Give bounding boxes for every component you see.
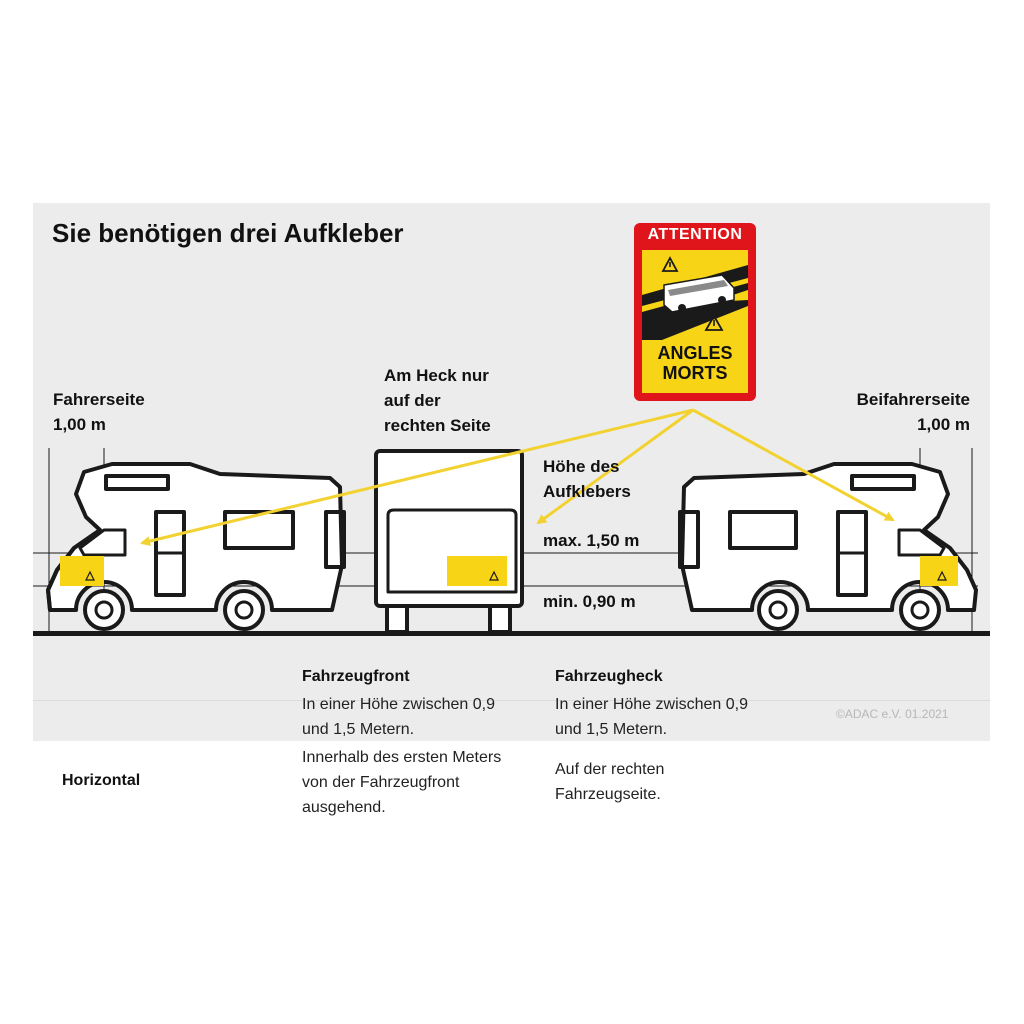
sign-attention-text: ATTENTION <box>647 226 743 243</box>
motorhome-right <box>678 462 978 631</box>
rear-sticker <box>447 556 507 586</box>
arrow-to-passenger-front <box>692 408 895 522</box>
front-sticker-passenger <box>920 556 958 586</box>
arrow-to-driver-front <box>140 408 694 546</box>
front-heading: Fahrzeugfront <box>302 668 410 685</box>
motorhome-rear <box>374 449 524 634</box>
driver-side-label: Fahrerseite 1,00 m <box>53 390 145 434</box>
sticker-mini-icon <box>85 570 95 581</box>
horizontal-row-label: Horizontal <box>62 772 141 789</box>
front-vertical-text: In einer Höhe zwischen 0,9 und 1,5 Meter… <box>302 696 495 738</box>
sticker-height-label: Höhe des Aufklebers <box>543 457 631 501</box>
rear-horizontal-text: Auf der rechten Fahrzeugseite. <box>555 761 665 803</box>
angles-morts-sign: ATTENTION ANGLES MORTS <box>634 223 756 401</box>
rear-heading: Fahrzeugheck <box>555 668 663 685</box>
page-title: Sie benötigen drei Aufkleber <box>52 218 404 248</box>
min-height-label: min. 0,90 m <box>543 592 636 611</box>
sign-angles-morts-text: ANGLES MORTS <box>657 343 733 383</box>
motorhome-left <box>46 462 346 631</box>
table-divider <box>33 700 990 701</box>
max-height-label: max. 1,50 m <box>543 531 640 550</box>
rear-label: Am Heck nur auf der rechten Seite <box>384 366 491 435</box>
front-horizontal-text: Innerhalb des ersten Meters von der Fahr… <box>302 749 502 816</box>
front-sticker-driver <box>60 556 104 586</box>
sticker-mini-icon <box>489 570 499 581</box>
passenger-side-label: Beifahrerseite 1,00 m <box>856 390 970 434</box>
sign-bus-icon <box>642 256 748 340</box>
arrow-to-rear <box>536 408 694 525</box>
sticker-mini-icon <box>937 570 947 581</box>
rear-vertical-text: In einer Höhe zwischen 0,9 und 1,5 Meter… <box>555 696 748 738</box>
copyright: ©ADAC e.V. 01.2021 <box>836 707 949 721</box>
ground-line <box>33 631 990 636</box>
